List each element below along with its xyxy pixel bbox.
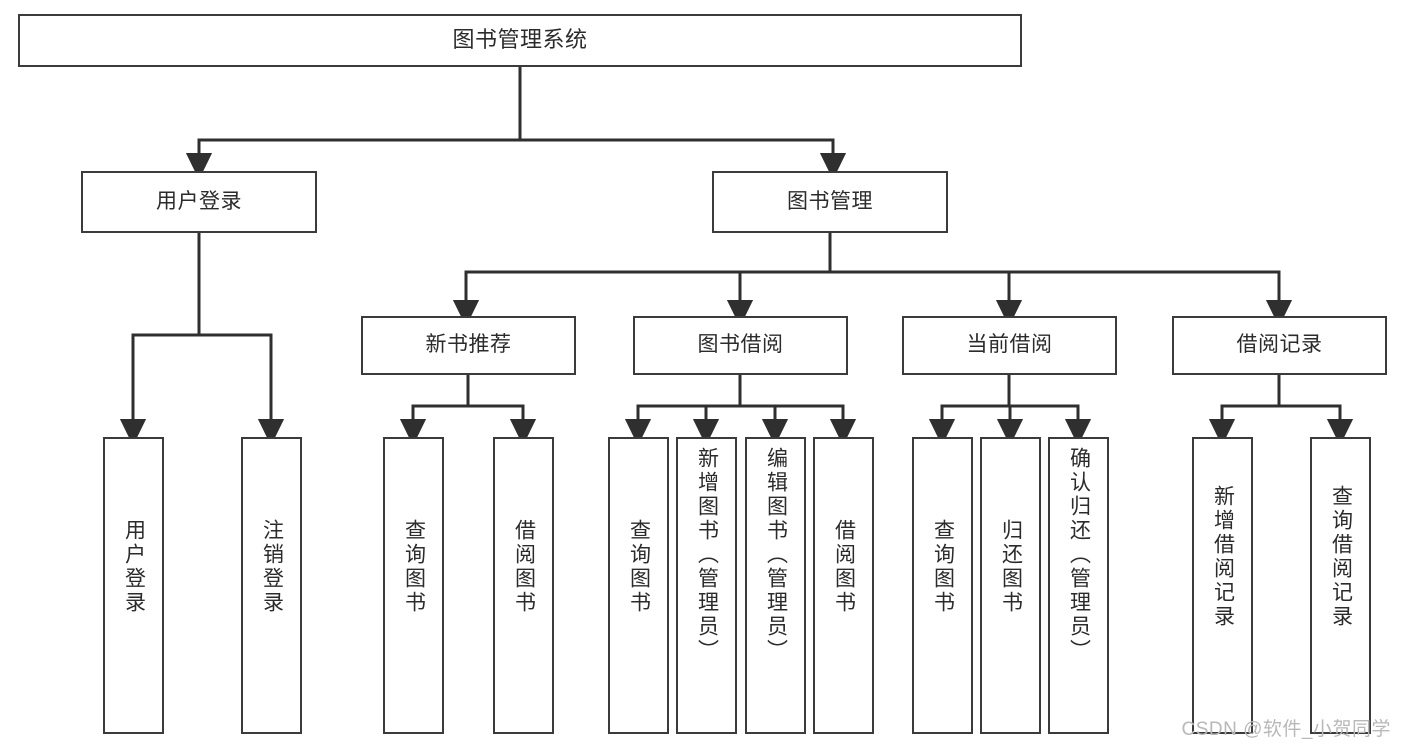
node-leaf-logout-login-label: 注销登录 (260, 519, 284, 615)
node-borrow-record-label: 借阅记录 (1236, 333, 1323, 357)
node-leaf-borrow-book-1-label: 借阅图书 (512, 519, 536, 615)
node-leaf-borrow-book-1[interactable]: 借阅图书 (493, 437, 554, 734)
node-borrow-record[interactable]: 借阅记录 (1172, 316, 1387, 375)
node-book-borrow[interactable]: 图书借阅 (633, 316, 848, 375)
node-leaf-confirm-return[interactable]: 确认归还（管理员） (1048, 437, 1109, 734)
node-leaf-return-book-label: 归还图书 (999, 519, 1023, 615)
node-leaf-edit-book[interactable]: 编辑图书（管理员） (745, 437, 806, 734)
node-leaf-add-book-label: 新增图书（管理员） (695, 447, 719, 663)
node-leaf-query-book-2-label: 查询图书 (627, 519, 651, 615)
node-leaf-query-book-1[interactable]: 查询图书 (383, 437, 444, 734)
node-new-book-recommend[interactable]: 新书推荐 (361, 316, 576, 375)
node-leaf-return-book[interactable]: 归还图书 (980, 437, 1041, 734)
node-current-borrow-label: 当前借阅 (966, 333, 1053, 357)
node-leaf-query-book-3[interactable]: 查询图书 (912, 437, 973, 734)
watermark: CSDN @软件_小贺同学 (1181, 719, 1391, 740)
node-leaf-confirm-return-label: 确认归还（管理员） (1067, 447, 1091, 663)
node-user-login[interactable]: 用户登录 (81, 171, 317, 233)
node-leaf-add-book[interactable]: 新增图书（管理员） (676, 437, 737, 734)
node-current-borrow[interactable]: 当前借阅 (902, 316, 1117, 375)
node-leaf-logout-login[interactable]: 注销登录 (241, 437, 302, 734)
node-leaf-borrow-book-2[interactable]: 借阅图书 (813, 437, 874, 734)
node-user-login-label: 用户登录 (156, 189, 242, 213)
node-leaf-edit-book-label: 编辑图书（管理员） (764, 447, 788, 663)
node-root-label: 图书管理系统 (452, 27, 588, 53)
node-new-book-recommend-label: 新书推荐 (425, 333, 512, 357)
node-leaf-borrow-book-2-label: 借阅图书 (832, 519, 856, 615)
node-leaf-add-record[interactable]: 新增借阅记录 (1192, 437, 1253, 734)
node-leaf-query-record-label: 查询借阅记录 (1329, 485, 1353, 629)
node-leaf-user-login-label: 用户登录 (122, 519, 146, 615)
node-root[interactable]: 图书管理系统 (18, 14, 1022, 67)
node-book-management[interactable]: 图书管理 (712, 171, 948, 233)
node-leaf-query-book-2[interactable]: 查询图书 (608, 437, 669, 734)
node-leaf-query-record[interactable]: 查询借阅记录 (1310, 437, 1371, 734)
node-leaf-query-book-3-label: 查询图书 (931, 519, 955, 615)
node-leaf-add-record-label: 新增借阅记录 (1211, 485, 1235, 629)
node-book-borrow-label: 图书借阅 (697, 333, 784, 357)
node-leaf-query-book-1-label: 查询图书 (402, 519, 426, 615)
node-leaf-user-login[interactable]: 用户登录 (103, 437, 164, 734)
node-book-management-label: 图书管理 (787, 189, 873, 213)
